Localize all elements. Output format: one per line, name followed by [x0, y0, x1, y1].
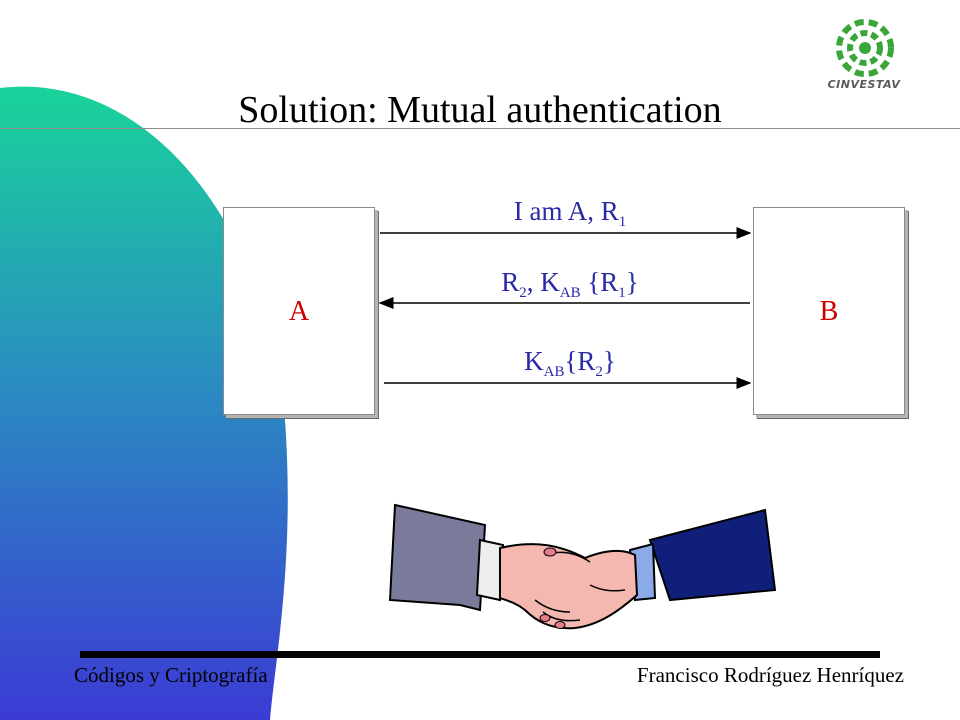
message-1-text: I am A, R — [513, 196, 619, 226]
footer-author: Francisco Rodríguez Henríquez — [636, 663, 904, 687]
title-divider — [0, 128, 960, 129]
handshake-icon — [388, 503, 777, 630]
message-2-r-subscript: 2 — [519, 285, 527, 301]
message-2-label: R2, KAB {R1} — [400, 266, 740, 309]
message-1-subscript: 1 — [618, 214, 627, 230]
party-a-label: A — [288, 296, 310, 327]
message-2-brace-close: } — [625, 267, 639, 297]
party-b-label: B — [819, 296, 839, 327]
message-3-brace-open: {R — [564, 346, 596, 376]
party-a-box: A — [223, 207, 375, 415]
message-3-label: KAB{R2} — [400, 345, 740, 388]
message-2-k-subscript: AB — [559, 285, 581, 301]
message-1-label: I am A, R1 — [400, 195, 740, 238]
message-3-inner-subscript: 2 — [595, 364, 603, 380]
logo-text: CINVESTAV — [827, 78, 901, 91]
background-gradient-shape — [0, 86, 288, 720]
footer-course-title: Códigos y Criptografía — [74, 663, 268, 687]
message-2-inner-subscript: 1 — [618, 285, 626, 301]
party-b-box: B — [753, 207, 905, 415]
slide-title: Solution: Mutual authentication — [238, 89, 722, 131]
message-3-k-subscript: AB — [543, 364, 565, 380]
message-3-brace-close: } — [602, 346, 616, 376]
message-2-r: R — [501, 267, 520, 297]
message-2-brace-open: {R — [580, 267, 619, 297]
message-2-k: , K — [526, 267, 560, 297]
message-3-k: K — [524, 346, 544, 376]
cinvestav-emblem-icon — [836, 19, 894, 77]
footer-divider — [80, 651, 880, 658]
